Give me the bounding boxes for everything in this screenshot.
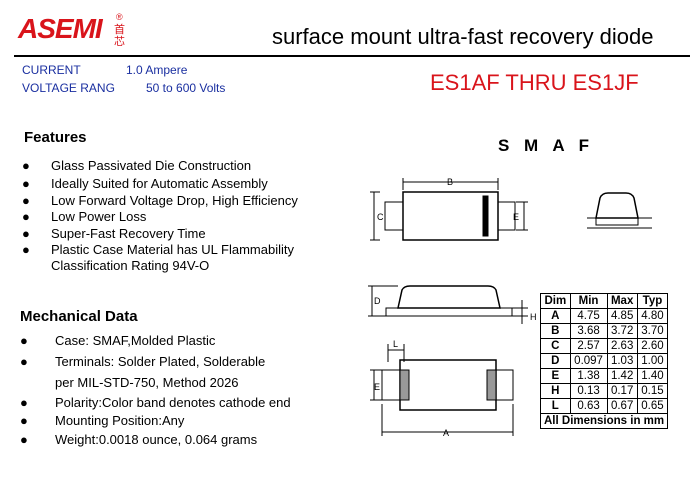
voltage-value: 50 to 600 Volts (146, 81, 226, 95)
bullet-icon: ● (22, 176, 30, 191)
table-header-row: Dim Min Max Typ (540, 293, 669, 309)
mechanical-heading: Mechanical Data (20, 308, 138, 325)
dim-label-b: B (447, 177, 453, 187)
header-divider (14, 55, 690, 57)
table-header-cell: Dim (540, 293, 571, 309)
end-view-drawing (587, 192, 652, 229)
dim-label-c: C (377, 212, 384, 222)
table-row: B 3.68 3.72 3.70 (540, 323, 669, 339)
table-row: D 0.097 1.03 1.00 (540, 353, 669, 369)
table-row: A 4.75 4.85 4.80 (540, 308, 669, 324)
table-row: C 2.57 2.63 2.60 (540, 338, 669, 354)
table-header-cell: Min (569, 293, 608, 309)
brand-logo: ASEMI (18, 13, 103, 44)
bullet-icon: ● (20, 432, 28, 447)
brand-chinese-name: 首芯 (114, 24, 125, 48)
table-header-cell: Typ (636, 293, 669, 309)
dim-label-d: D (374, 296, 381, 306)
table-footer-row: All Dimensions in mm (539, 413, 669, 429)
table-row: L 0.63 0.67 0.65 (540, 398, 669, 414)
bottom-view-drawing (370, 344, 514, 436)
bullet-icon: ● (20, 354, 28, 369)
table-row: H 0.13 0.17 0.15 (540, 383, 669, 399)
dim-label-h: H (530, 312, 537, 322)
registered-mark: ® (116, 12, 123, 22)
dimension-table: Dim Min Max Typ A 4.75 4.85 4.80 B 3.68 … (539, 293, 669, 429)
dim-label-l: L (393, 339, 398, 349)
bullet-icon: ● (22, 209, 30, 224)
dim-label-a: A (443, 428, 449, 438)
features-heading: Features (24, 129, 87, 146)
bullet-icon: ● (22, 226, 30, 241)
document-title: surface mount ultra-fast recovery diode (272, 24, 654, 49)
voltage-label: VOLTAGE RANG (22, 81, 115, 95)
table-header-cell: Max (606, 293, 638, 309)
dim-label-e-bottom: E (374, 382, 380, 392)
bullet-icon: ● (20, 333, 28, 348)
package-name: S M A F (498, 136, 595, 155)
dim-label-e: E (513, 212, 519, 222)
current-label: CURRENT (22, 63, 81, 77)
bullet-icon: ● (22, 242, 30, 257)
top-view-drawing (370, 178, 528, 241)
side-view-drawing (368, 285, 528, 324)
bullet-icon: ● (22, 158, 30, 173)
bullet-icon: ● (22, 193, 30, 208)
bullet-icon: ● (20, 395, 28, 410)
part-number: ES1AF THRU ES1JF (430, 70, 639, 95)
table-footer: All Dimensions in mm (539, 413, 669, 429)
current-value: 1.0 Ampere (126, 63, 188, 77)
bullet-icon: ● (20, 413, 28, 428)
table-row: E 1.38 1.42 1.40 (540, 368, 669, 384)
